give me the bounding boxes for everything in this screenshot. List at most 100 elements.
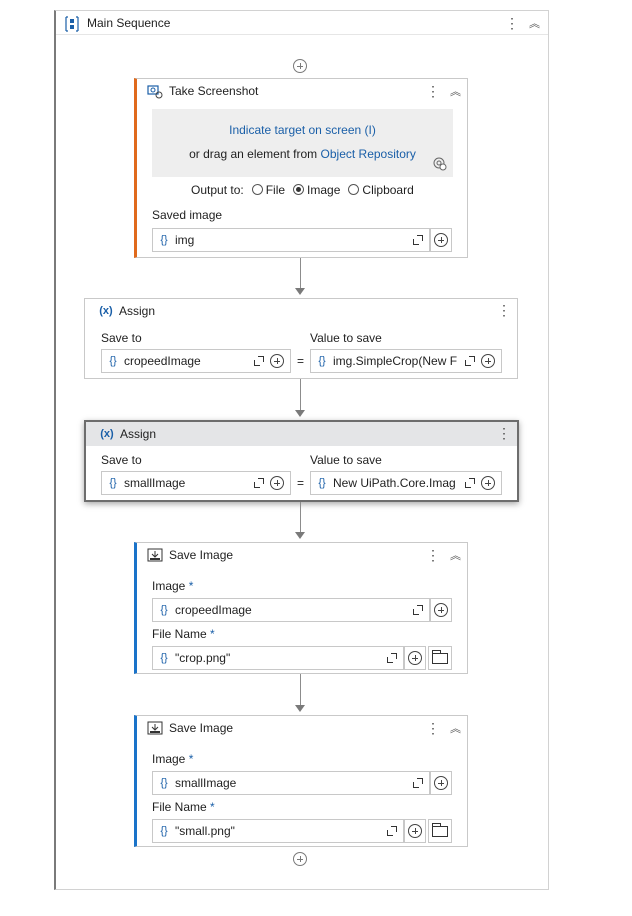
expand-icon[interactable] — [411, 233, 425, 247]
expand-icon[interactable] — [385, 824, 399, 838]
take-screenshot-header[interactable]: Take Screenshot ⋮ ︽ — [137, 79, 467, 103]
value-to-save-value[interactable]: New UiPath.Core.Imag — [333, 476, 456, 490]
image-value[interactable]: cropeedImage — [175, 603, 252, 617]
save-to-value[interactable]: cropeedImage — [124, 354, 201, 368]
file-name-label: File Name * — [152, 627, 215, 641]
file-name-field[interactable]: {} "small.png" — [152, 819, 404, 843]
screenshot-icon — [147, 83, 163, 99]
saved-image-add-button[interactable] — [430, 228, 452, 252]
variable-brace-icon: {} — [318, 477, 326, 489]
value-to-save-field[interactable]: {} New UiPath.Core.Imag — [310, 471, 502, 495]
image-field[interactable]: {} cropeedImage — [152, 598, 430, 622]
take-screenshot-collapse-icon[interactable]: ︽ — [450, 86, 461, 98]
drag-text: or drag an element from — [189, 147, 318, 161]
connector-line — [300, 502, 301, 532]
image-label: Image * — [152, 752, 194, 766]
save-image-activity-2[interactable]: Save Image ⋮ ︽ Image * {} smallImage Fil… — [134, 715, 468, 847]
target-settings-icon[interactable] — [433, 157, 447, 171]
take-screenshot-activity[interactable]: Take Screenshot ⋮ ︽ Indicate target on s… — [134, 78, 468, 258]
variable-brace-icon: {} — [160, 604, 168, 616]
take-screenshot-more-icon[interactable]: ⋮ — [426, 83, 440, 99]
save-image-1-header[interactable]: Save Image ⋮ ︽ — [137, 543, 467, 567]
indicate-target-area[interactable]: Indicate target on screen (I) or drag an… — [152, 109, 453, 177]
object-repository-link[interactable]: Object Repository — [320, 147, 416, 161]
sequence-more-icon[interactable]: ⋮ — [505, 15, 519, 31]
sequence-collapse-icon[interactable]: ︽ — [529, 18, 540, 30]
plus-icon[interactable] — [481, 354, 495, 368]
assign-1-title: Assign — [119, 304, 156, 318]
save-to-field[interactable]: {} cropeedImage — [101, 349, 291, 373]
expand-icon[interactable] — [463, 354, 477, 368]
option-file[interactable]: File — [251, 183, 285, 197]
plus-icon — [434, 776, 448, 790]
assign-2-header[interactable]: (x) Assign ⋮ — [86, 422, 517, 446]
image-field[interactable]: {} smallImage — [152, 771, 430, 795]
save-to-value[interactable]: smallImage — [124, 476, 186, 490]
plus-icon[interactable] — [270, 476, 284, 490]
value-to-save-field[interactable]: {} img.SimpleCrop(New F — [310, 349, 502, 373]
browse-folder-button[interactable] — [428, 819, 452, 843]
add-activity-top-icon[interactable] — [293, 59, 307, 73]
save-image-2-more-icon[interactable]: ⋮ — [426, 720, 440, 736]
file-name-add-button[interactable] — [404, 646, 426, 670]
assign-2-title: Assign — [120, 427, 157, 441]
save-image-icon — [147, 720, 163, 736]
radio-image[interactable] — [293, 184, 305, 195]
plus-icon[interactable] — [481, 476, 495, 490]
expand-icon[interactable] — [463, 476, 477, 490]
assign-1-more-icon[interactable]: ⋮ — [497, 302, 511, 318]
saved-image-label: Saved image — [152, 208, 223, 222]
equals-sign: = — [297, 476, 305, 490]
expand-icon[interactable] — [252, 476, 266, 490]
saved-image-field[interactable]: {} img — [152, 228, 430, 252]
expand-icon[interactable] — [252, 354, 266, 368]
assign-activity-2[interactable]: (x) Assign ⋮ Save to Value to save {} sm… — [84, 420, 519, 502]
expand-icon[interactable] — [411, 603, 425, 617]
image-value[interactable]: smallImage — [175, 776, 237, 790]
sequence-title: Main Sequence — [87, 15, 171, 30]
save-image-activity-1[interactable]: Save Image ⋮ ︽ Image * {} cropeedImage F… — [134, 542, 468, 674]
image-add-button[interactable] — [430, 598, 452, 622]
radio-file[interactable] — [251, 184, 263, 195]
plus-icon — [434, 233, 448, 247]
file-name-value[interactable]: "crop.png" — [175, 651, 231, 665]
plus-icon[interactable] — [270, 354, 284, 368]
file-name-value[interactable]: "small.png" — [175, 824, 235, 838]
save-image-1-collapse-icon[interactable]: ︽ — [450, 550, 461, 562]
radio-clipboard[interactable] — [348, 184, 360, 195]
save-to-label: Save to — [101, 453, 142, 467]
expand-icon[interactable] — [411, 776, 425, 790]
sequence-icon — [65, 15, 79, 32]
assign-1-header[interactable]: (x) Assign ⋮ — [85, 299, 517, 323]
file-name-field[interactable]: {} "crop.png" — [152, 646, 404, 670]
image-add-button[interactable] — [430, 771, 452, 795]
save-image-icon — [147, 547, 163, 563]
connector-arrow-icon — [295, 288, 305, 295]
indicate-target-link[interactable]: Indicate target on screen (I) — [229, 123, 376, 137]
save-image-1-more-icon[interactable]: ⋮ — [426, 547, 440, 563]
value-to-save-value[interactable]: img.SimpleCrop(New F — [333, 354, 458, 368]
option-clipboard[interactable]: Clipboard — [348, 183, 414, 197]
expand-icon[interactable] — [385, 651, 399, 665]
file-name-add-button[interactable] — [404, 819, 426, 843]
save-image-2-header[interactable]: Save Image ⋮ ︽ — [137, 716, 467, 740]
saved-image-value[interactable]: img — [175, 233, 195, 247]
sequence-header[interactable]: Main Sequence ⋮ ︽ — [56, 11, 548, 35]
assign-icon: (x) — [99, 305, 113, 317]
assign-activity-1[interactable]: (x) Assign ⋮ Save to Value to save {} cr… — [84, 298, 518, 379]
browse-folder-button[interactable] — [428, 646, 452, 670]
assign-icon: (x) — [100, 428, 114, 440]
value-to-save-label: Value to save — [310, 453, 382, 467]
connector-arrow-icon — [295, 410, 305, 417]
folder-icon — [432, 822, 448, 837]
output-options: Output to: File Image Clipboard — [191, 183, 414, 197]
save-image-2-collapse-icon[interactable]: ︽ — [450, 723, 461, 735]
assign-2-more-icon[interactable]: ⋮ — [497, 425, 511, 441]
option-image[interactable]: Image — [293, 183, 340, 197]
plus-icon — [408, 651, 422, 665]
variable-brace-icon: {} — [109, 477, 117, 489]
save-to-field[interactable]: {} smallImage — [101, 471, 291, 495]
add-activity-bottom-icon[interactable] — [293, 852, 307, 866]
plus-icon — [408, 824, 422, 838]
save-image-2-title: Save Image — [169, 721, 234, 735]
